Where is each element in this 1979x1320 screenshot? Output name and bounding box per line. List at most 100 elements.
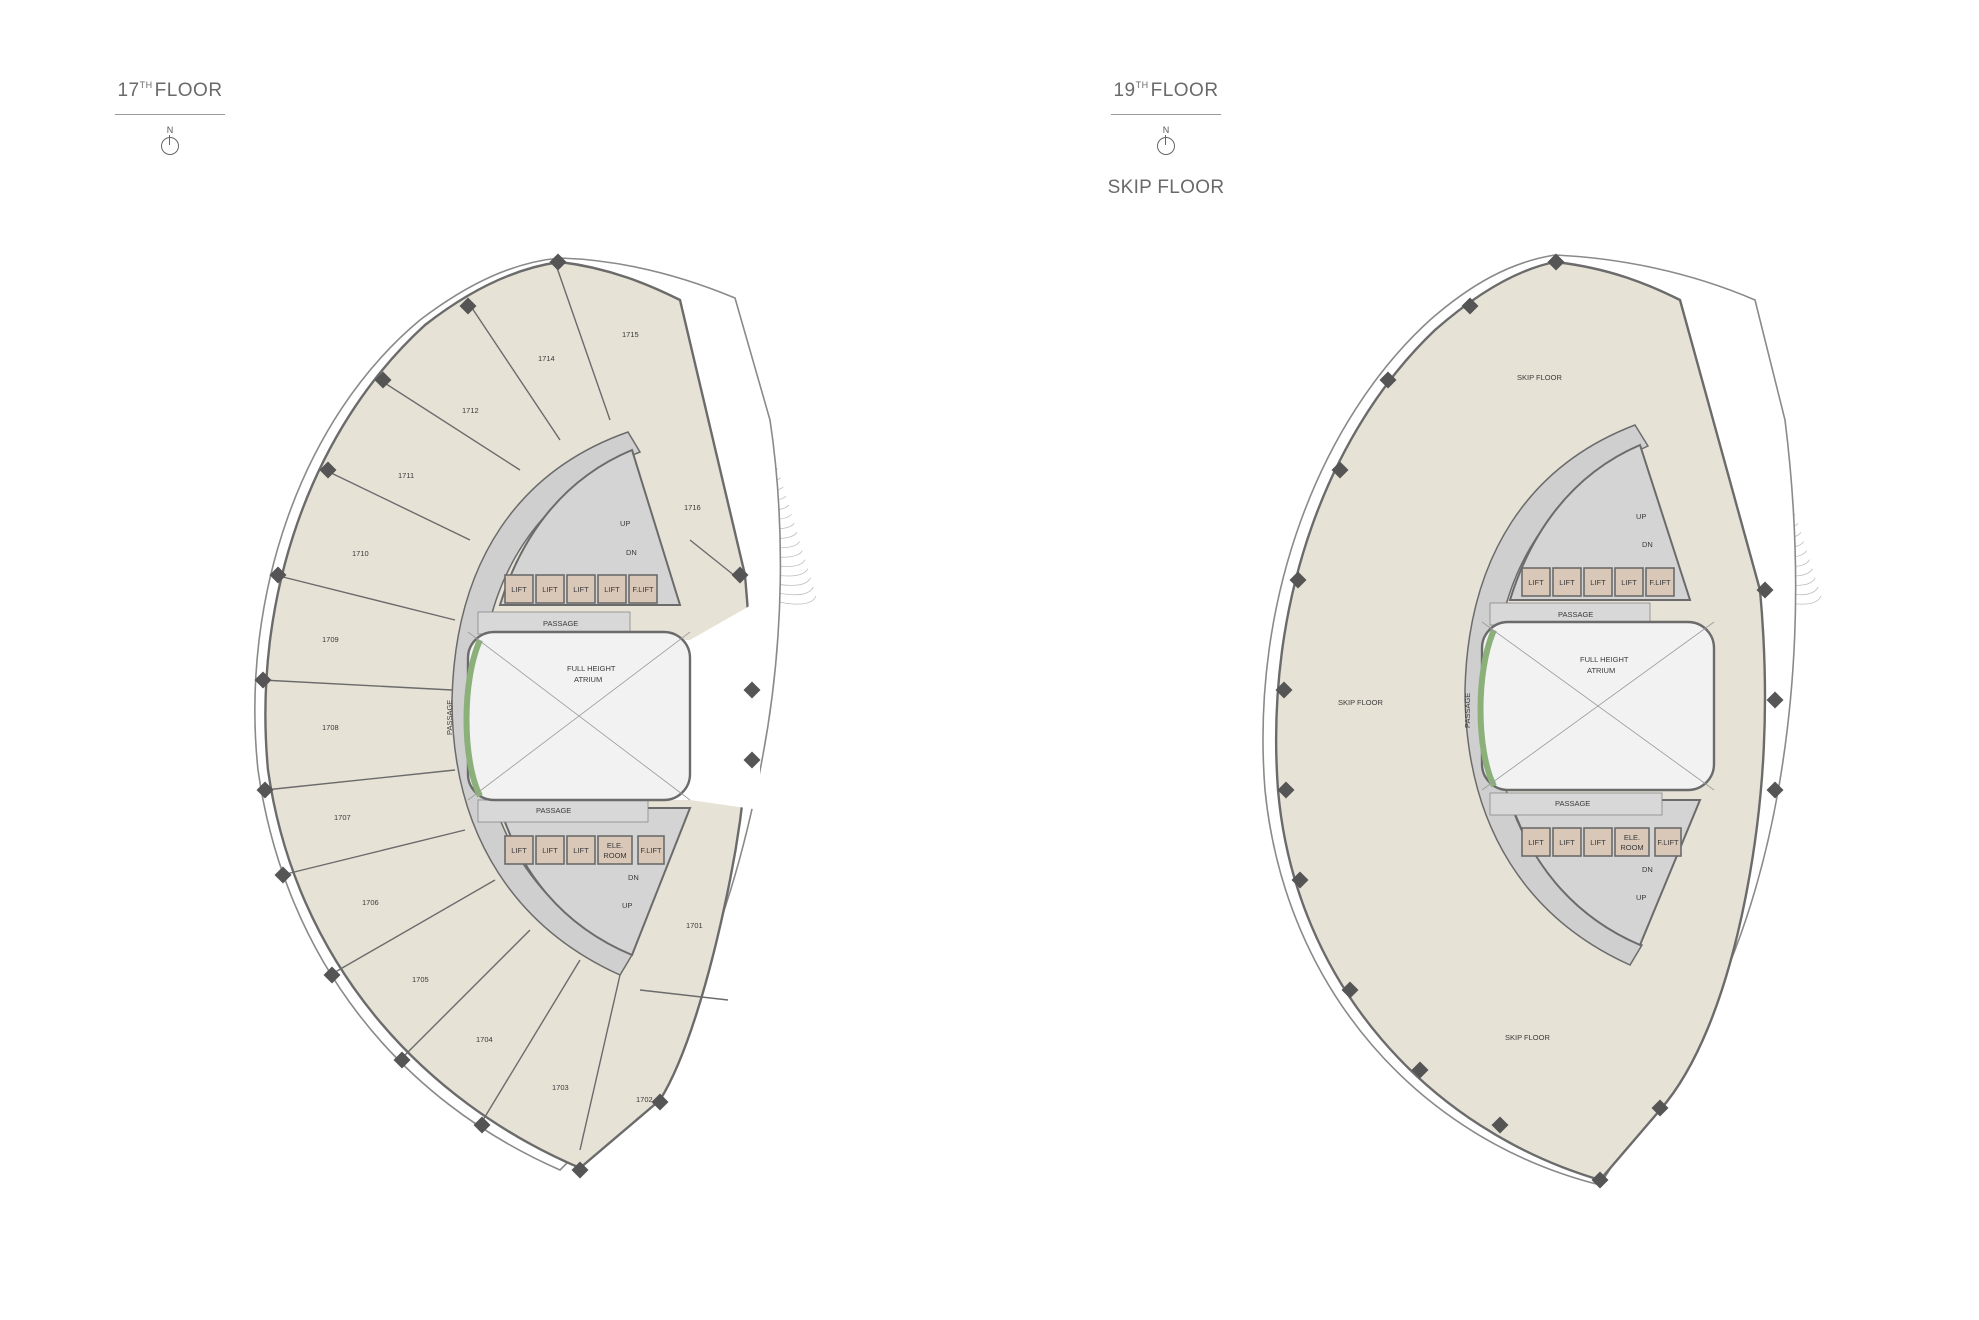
lift-label: LIFT — [1559, 838, 1575, 847]
stair-label: UP — [620, 519, 630, 528]
column — [319, 461, 337, 479]
column — [1591, 1171, 1609, 1189]
unit-label: 1710 — [352, 549, 369, 558]
lift-shaft — [1654, 827, 1682, 857]
atrium-green-edge — [463, 638, 483, 798]
passage-label: PASSAGE — [1463, 693, 1472, 728]
title-divider — [115, 114, 225, 115]
lift-shaft — [535, 835, 565, 865]
lift-label: LIFT — [1621, 578, 1637, 587]
unit-label: 1704 — [476, 1035, 493, 1044]
lift-label: F.LIFT — [640, 846, 662, 855]
unit-label: 1714 — [538, 354, 555, 363]
lift-label: LIFT — [542, 585, 558, 594]
ele-room-label: ELE. — [1624, 833, 1640, 842]
lift-label: F.LIFT — [1649, 578, 1671, 587]
columns — [1275, 253, 1784, 1189]
lift-shaft — [1521, 827, 1551, 857]
lift-shaft — [1583, 827, 1613, 857]
column — [1766, 781, 1784, 799]
lift-shaft — [637, 835, 665, 865]
column — [1341, 981, 1359, 999]
lift-shaft — [1583, 567, 1613, 597]
unit-label: 1711 — [398, 471, 414, 480]
lift-label: LIFT — [1590, 838, 1606, 847]
ele-room-label: ROOM — [603, 851, 626, 860]
passage-lower — [1489, 792, 1663, 816]
lift-label: LIFT — [1559, 578, 1575, 587]
lift-shaft — [1645, 567, 1675, 597]
lift-label: F.LIFT — [1657, 838, 1679, 847]
unit-label: 1705 — [412, 975, 429, 984]
stair-label: DN — [628, 873, 639, 882]
atrium-label: FULL HEIGHT — [1580, 655, 1629, 664]
lift-shaft — [1552, 567, 1582, 597]
lift-shaft — [504, 835, 534, 865]
column — [549, 253, 567, 271]
unit-partitions — [261, 261, 741, 1151]
unit-label: 1708 — [322, 723, 339, 732]
column — [374, 371, 392, 389]
column — [1766, 691, 1784, 709]
atrium-green-edge — [1477, 628, 1497, 788]
lift-shaft — [566, 574, 596, 604]
unit-label: 1712 — [462, 406, 479, 415]
passage-label: PASSAGE — [1558, 610, 1593, 619]
column — [1289, 571, 1307, 589]
atrium-label: ATRIUM — [574, 675, 602, 684]
zone-label: SKIP FLOOR — [1517, 373, 1562, 382]
lift-shaft — [597, 574, 627, 604]
column — [1491, 1116, 1509, 1134]
unit-label: 1701 — [686, 921, 703, 930]
lift-shaft — [1614, 567, 1644, 597]
passage-label: PASSAGE — [536, 806, 571, 815]
lift-label: LIFT — [1590, 578, 1606, 587]
lift-label: LIFT — [1528, 838, 1544, 847]
column — [256, 781, 274, 799]
unit-label: 1716 — [684, 503, 701, 512]
stair-label: DN — [1642, 540, 1653, 549]
lift-label: LIFT — [604, 585, 620, 594]
stair-label: DN — [1642, 865, 1653, 874]
column — [269, 566, 287, 584]
zone-label: SKIP FLOOR — [1505, 1033, 1550, 1042]
ele-room — [597, 835, 633, 865]
unit-label: 1709 — [322, 635, 339, 644]
atrium-label: ATRIUM — [1587, 666, 1615, 675]
column — [1756, 581, 1774, 599]
unit-label: 1702 — [636, 1095, 653, 1104]
ele-room-label: ELE. — [607, 841, 623, 850]
column — [1411, 1061, 1429, 1079]
atrium-label: FULL HEIGHT — [567, 664, 616, 673]
unit-label: 1715 — [622, 330, 639, 339]
column — [1651, 1099, 1669, 1117]
unit-label: 1703 — [552, 1083, 569, 1092]
column — [651, 1093, 669, 1111]
north-arrow-icon — [161, 135, 179, 155]
passage-label: PASSAGE — [1555, 799, 1590, 808]
stair-label: UP — [622, 901, 632, 910]
atrium-cross-line — [467, 631, 691, 801]
column — [571, 1161, 589, 1179]
passage-label: PASSAGE — [543, 619, 578, 628]
column — [1291, 871, 1309, 889]
column — [274, 866, 292, 884]
lift-label: LIFT — [542, 846, 558, 855]
unit-label: 1706 — [362, 898, 379, 907]
lift-shaft — [628, 574, 658, 604]
north-label: N — [166, 125, 174, 135]
column — [323, 966, 341, 984]
lift-shaft — [1521, 567, 1551, 597]
stair-label: UP — [1636, 512, 1646, 521]
lift-shaft — [566, 835, 596, 865]
lift-shaft — [1552, 827, 1582, 857]
